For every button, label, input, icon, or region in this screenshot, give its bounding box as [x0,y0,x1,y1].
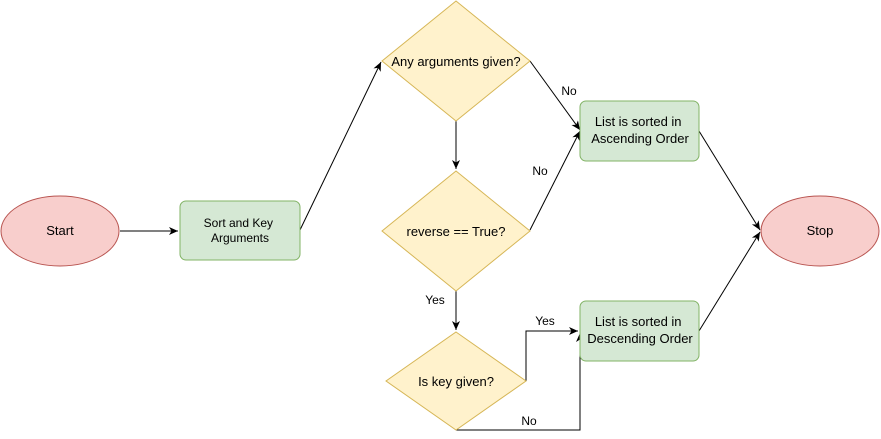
ascending-shape [579,100,700,162]
descending-shape [579,300,700,362]
stop-shape [760,195,880,267]
reverse-label: reverse == True? [407,224,506,239]
ascending-line2: Ascending Order [591,131,689,146]
any-args-decision: Any arguments given? [381,0,531,122]
descending-line2: Descending Order [587,331,693,346]
descending-label: List is sorted in Descending Order [587,314,693,346]
start-label: Start [46,223,74,238]
stop-label: Stop [807,223,834,238]
key-given-label: Is key given? [418,374,494,389]
edge-sort-args-to-any-args [299,61,382,231]
edge-label-reverse-yes: Yes [425,293,445,307]
reverse-shape [381,170,531,292]
sort-key-args-shape [179,200,301,261]
start-node: Start [0,195,120,267]
descending-line1: List is sorted in [595,314,682,329]
stop-node: Stop [760,195,880,267]
ascending-line1: List is sorted in [595,114,682,129]
sort-key-args-line1: Sort and Key [204,216,273,230]
edge-label-reverse-no: No [532,164,548,178]
key-given-shape [385,331,527,431]
any-args-label: Any arguments given? [391,54,520,69]
edge-key-no-to-descending [456,333,584,431]
edge-labels: No No Yes Yes No [425,84,577,428]
edges [120,60,761,431]
edge-reverse-no-to-ascending [529,130,581,231]
edge-any-args-no-to-ascending [529,60,581,131]
descending-node: List is sorted in Descending Order [579,300,700,362]
sort-key-args-line2: Arguments [211,231,269,245]
sort-key-args-label: Sort and Key Arguments [204,216,277,245]
edge-label-any-args-no: No [561,84,577,98]
reverse-decision: reverse == True? [381,170,531,292]
sort-key-args-node: Sort and Key Arguments [179,200,301,261]
any-args-shape [381,0,531,122]
ascending-label: List is sorted in Ascending Order [591,114,689,146]
start-shape [0,195,120,267]
edge-descending-to-stop [698,231,761,332]
edge-key-yes-to-descending [525,327,578,381]
edge-ascending-to-stop [698,130,761,231]
key-given-decision: Is key given? [385,331,527,431]
edge-label-key-yes: Yes [535,314,555,328]
ascending-node: List is sorted in Ascending Order [579,100,700,162]
edge-label-key-no: No [521,414,537,428]
